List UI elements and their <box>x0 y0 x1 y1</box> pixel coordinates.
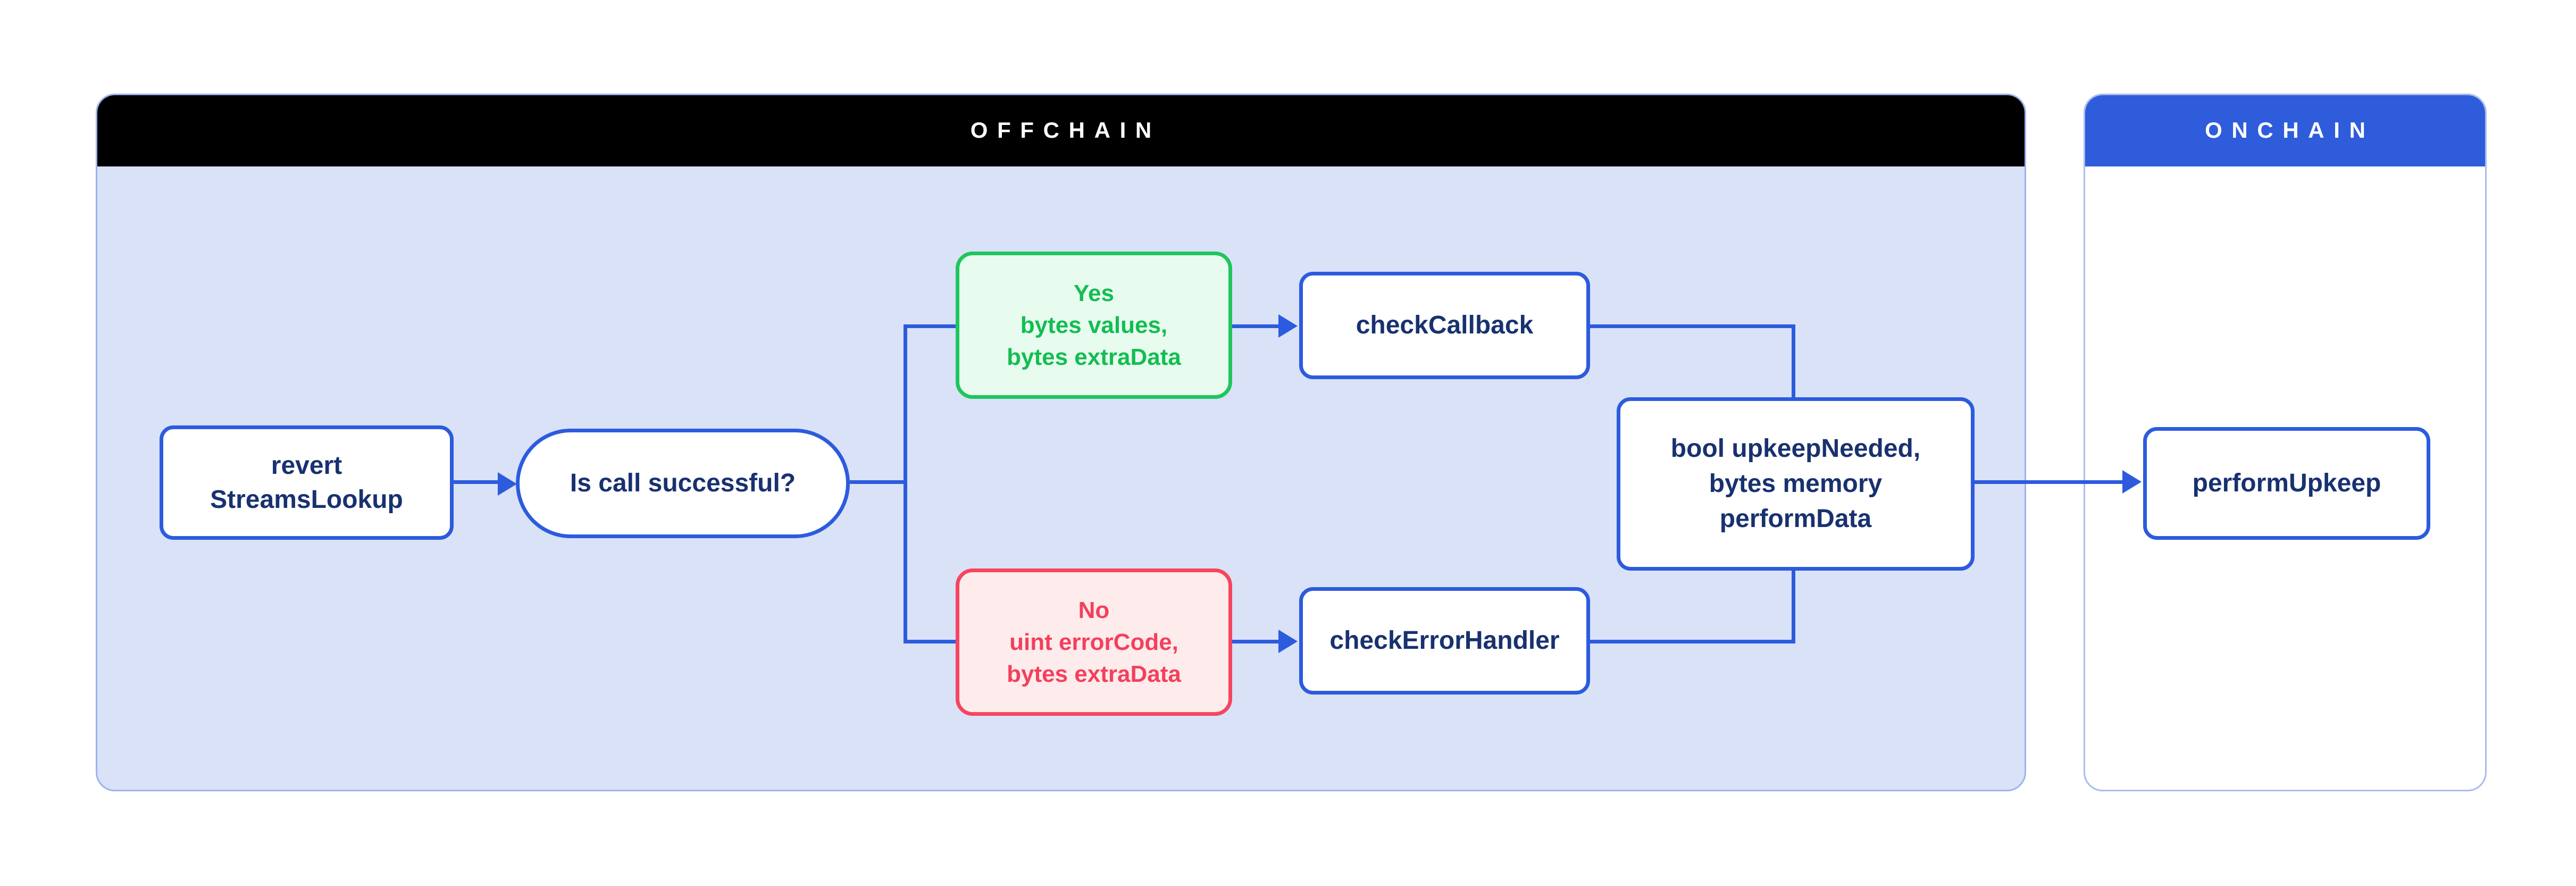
node-performupkeep: performUpkeep <box>2143 427 2430 540</box>
offchain-header: OFFCHAIN <box>97 95 2025 166</box>
connector-branch-split <box>904 324 907 643</box>
onchain-header: ONCHAIN <box>2085 95 2485 166</box>
connector-result-to-performupkeep <box>1975 480 2123 484</box>
connector-revert-to-decision <box>454 480 499 484</box>
onchain-title: ONCHAIN <box>2205 117 2375 143</box>
connector-yes-to-checkcallback <box>1232 324 1279 328</box>
node-bool-upkeepneeded: bool upkeepNeeded, bytes memory performD… <box>1617 397 1975 571</box>
connector-checkcallback-down <box>1792 324 1795 399</box>
node-is-call-successful: Is call successful? <box>516 429 850 538</box>
node-checkcallback: checkCallback <box>1299 272 1590 379</box>
node-yes-bytes-values: Yes bytes values, bytes extraData <box>956 252 1232 399</box>
connector-decision-to-split <box>850 480 907 484</box>
connector-split-to-no <box>905 640 957 643</box>
arrowhead-into-performupkeep <box>2122 470 2142 494</box>
arrowhead-into-decision <box>498 472 517 496</box>
connector-checkcallback-right <box>1590 324 1794 328</box>
arrowhead-into-checkerrorhandler <box>1278 630 1298 653</box>
arrowhead-into-checkcallback <box>1278 314 1298 338</box>
node-checkerrorhandler: checkErrorHandler <box>1299 587 1590 695</box>
node-no-uint-errorcode: No uint errorCode, bytes extraData <box>956 569 1232 716</box>
connector-no-to-checkerrorhandler <box>1232 640 1279 643</box>
offchain-title: OFFCHAIN <box>970 117 1161 143</box>
node-revert-streamslookup: revert StreamsLookup <box>160 425 454 540</box>
connector-split-to-yes <box>905 324 957 328</box>
connector-checkerrorhandler-right <box>1590 640 1794 643</box>
connector-checkerrorhandler-up <box>1792 569 1795 643</box>
